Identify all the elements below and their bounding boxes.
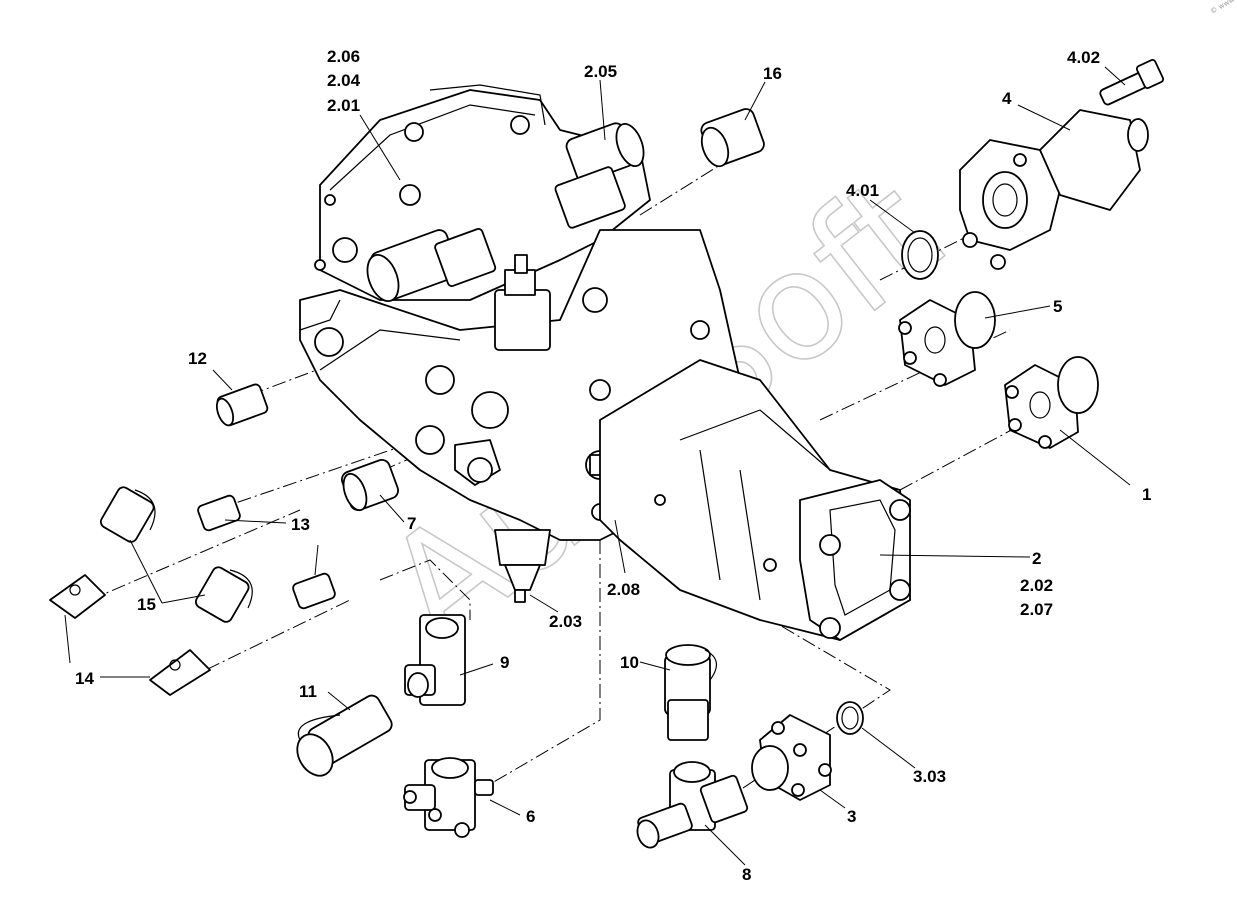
callout-3: 3 [847, 807, 856, 826]
part-5-flange [898, 291, 996, 387]
callout-4: 4 [1002, 89, 1012, 108]
callout-11: 11 [299, 682, 317, 701]
part-3-03-o-ring [836, 701, 864, 735]
callout-2-06: 2.06 [327, 47, 360, 66]
callout-9: 9 [500, 653, 509, 672]
callout-2-01: 2.01 [327, 96, 360, 115]
part-11-swivel [296, 694, 393, 777]
callout-5: 5 [1053, 297, 1062, 316]
part-8-tee [636, 761, 749, 849]
part-1-flange [1004, 356, 1099, 449]
callout-2-03: 2.03 [549, 612, 582, 631]
callout-15: 15 [137, 595, 156, 614]
callout-3-03: 3.03 [913, 767, 946, 786]
callout-4-02: 4.02 [1067, 48, 1100, 67]
callout-12: 12 [188, 349, 207, 368]
corner-mark: © www [1209, 0, 1236, 16]
callout-7: 7 [407, 514, 416, 533]
callout-14: 14 [75, 669, 94, 688]
callout-2-07: 2.07 [1020, 600, 1053, 619]
part-14-elbow-upper [49, 574, 106, 619]
callout-2: 2 [1032, 549, 1041, 568]
part-12-fitting [215, 383, 269, 427]
part-15-swivel-lower [194, 566, 253, 623]
part-13-fitting-upper [197, 494, 241, 532]
part-6-tee [403, 757, 494, 838]
callout-2-05: 2.05 [584, 62, 617, 81]
callout-1: 1 [1142, 485, 1151, 504]
callout-4-01: 4.01 [846, 181, 879, 200]
part-16-fitting [700, 108, 765, 168]
callout-10: 10 [620, 653, 639, 672]
part-13-fitting-lower [292, 572, 336, 610]
part-9-tee [404, 614, 466, 706]
callout-2-02: 2.02 [1020, 576, 1053, 595]
part-3-flange [751, 714, 832, 801]
callout-8: 8 [742, 865, 751, 884]
part-7-fitting [341, 459, 399, 512]
part-14-elbow-lower [149, 649, 211, 696]
callout-13: 13 [291, 515, 310, 534]
part-15-swivel-upper [99, 486, 156, 543]
callout-2-04: 2.04 [327, 71, 361, 90]
part-4-flange [959, 58, 1165, 270]
callout-2-08: 2.08 [607, 580, 640, 599]
main-pump-assembly [299, 84, 911, 641]
leader-lines [64, 66, 1131, 866]
callout-labels: 2.06 2.04 2.01 2.05 16 4.02 4 4.01 5 1 1… [75, 47, 1151, 884]
part-10-swivel [664, 644, 717, 741]
callout-16: 16 [763, 64, 782, 83]
callout-6: 6 [526, 807, 535, 826]
